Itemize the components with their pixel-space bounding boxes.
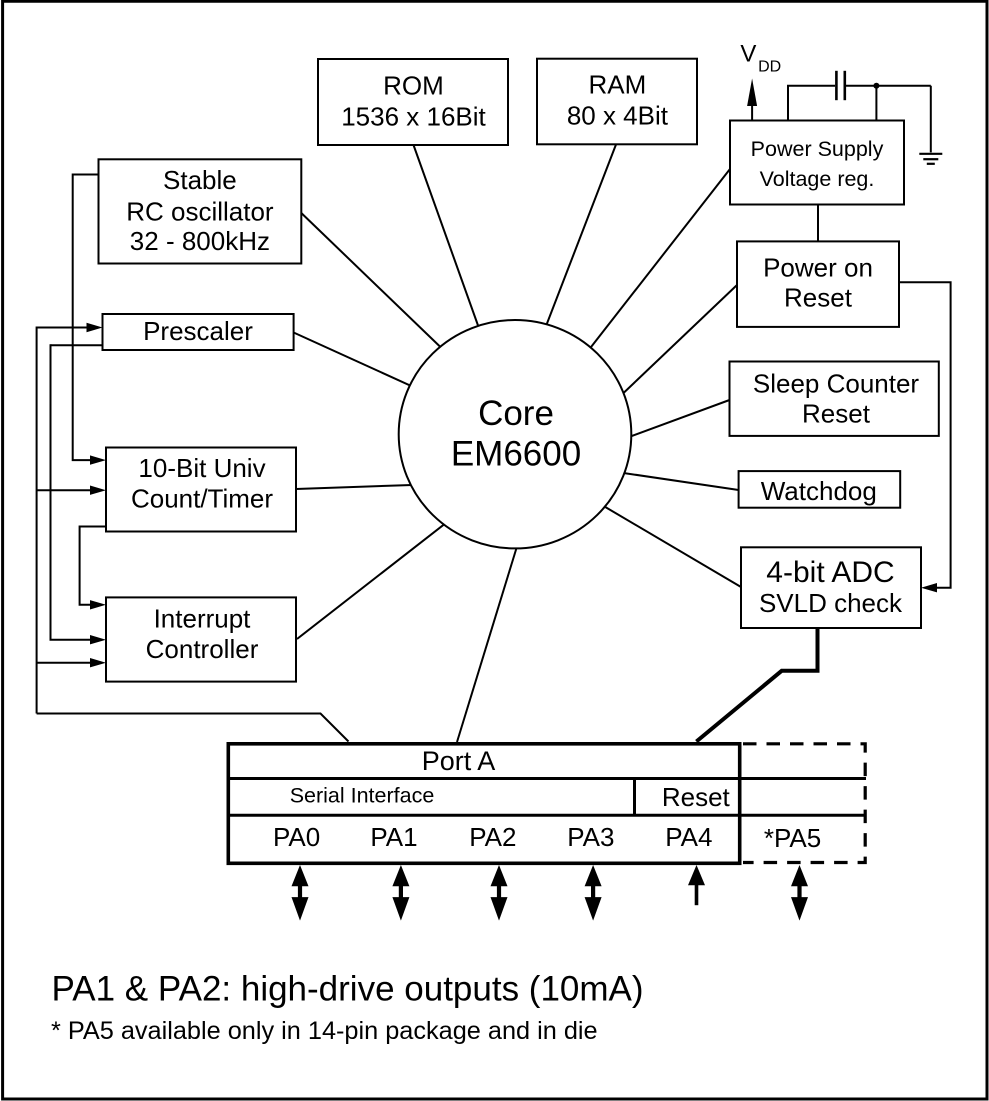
svg-text:4-bit ADC: 4-bit ADC bbox=[766, 556, 894, 589]
svg-text:Core: Core bbox=[478, 394, 554, 433]
svg-text:Reset: Reset bbox=[662, 782, 731, 812]
svg-text:Prescaler: Prescaler bbox=[143, 316, 253, 346]
svg-text:Port A: Port A bbox=[422, 746, 496, 776]
svg-text:PA2: PA2 bbox=[469, 822, 516, 852]
svg-text:80 x 4Bit: 80 x 4Bit bbox=[567, 101, 669, 131]
svg-text:RAM: RAM bbox=[589, 70, 647, 100]
svg-text:32 - 800kHz: 32 - 800kHz bbox=[130, 226, 270, 256]
svg-text:Serial Interface: Serial Interface bbox=[290, 783, 435, 807]
svg-text:*PA5: *PA5 bbox=[764, 823, 821, 853]
svg-text:10-Bit Univ: 10-Bit Univ bbox=[138, 453, 265, 483]
svg-text:Power on: Power on bbox=[763, 252, 873, 282]
svg-text:PA1: PA1 bbox=[370, 822, 417, 852]
svg-text:Sleep Counter: Sleep Counter bbox=[753, 369, 920, 399]
svg-text:ROM: ROM bbox=[383, 71, 444, 101]
svg-text:Voltage reg.: Voltage reg. bbox=[760, 167, 875, 191]
svg-text:Controller: Controller bbox=[146, 634, 259, 664]
svg-text:1536 x 16Bit: 1536 x 16Bit bbox=[341, 101, 486, 131]
svg-text:Interrupt: Interrupt bbox=[154, 603, 252, 633]
svg-text:EM6600: EM6600 bbox=[451, 435, 581, 474]
svg-text:SVLD check: SVLD check bbox=[759, 588, 903, 618]
svg-text:PA1 & PA2: high-drive outputs: PA1 & PA2: high-drive outputs (10mA) bbox=[52, 969, 644, 1008]
svg-text:V: V bbox=[740, 40, 756, 67]
svg-text:Count/Timer: Count/Timer bbox=[131, 484, 273, 514]
svg-text:Power Supply: Power Supply bbox=[751, 137, 884, 161]
svg-text:PA4: PA4 bbox=[665, 822, 712, 852]
svg-text:RC oscillator: RC oscillator bbox=[126, 197, 274, 227]
svg-text:PA3: PA3 bbox=[567, 822, 614, 852]
svg-text:Watchdog: Watchdog bbox=[761, 476, 877, 506]
svg-text:Stable: Stable bbox=[163, 165, 237, 195]
svg-text:* PA5 available only in 14-pin: * PA5 available only in 14-pin package a… bbox=[51, 1017, 598, 1045]
svg-text:DD: DD bbox=[758, 58, 781, 75]
svg-text:Reset: Reset bbox=[802, 398, 871, 428]
svg-text:Reset: Reset bbox=[784, 283, 853, 313]
svg-text:PA0: PA0 bbox=[273, 822, 320, 852]
